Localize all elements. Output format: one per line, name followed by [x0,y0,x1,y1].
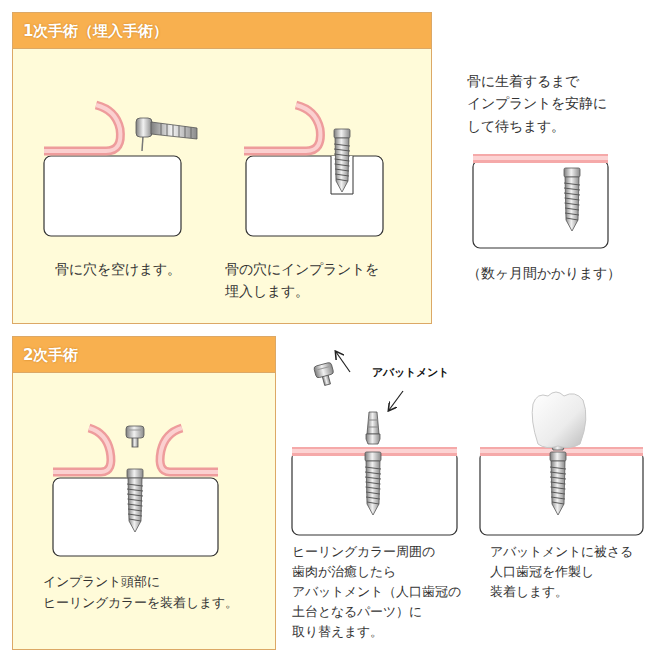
part-label: アバットメント [372,366,482,380]
drawing-part [127,469,143,532]
drawing-part [167,124,168,136]
drawing-part [313,362,336,387]
drawing-part [142,136,143,151]
healing-stage [473,154,608,248]
drawing-part [160,428,218,472]
surgery-panel: 1次手術（埋入手術） 骨に穴を空けます。骨の穴にインプラントを 埋入します。 [12,12,432,324]
drawing-part [53,428,111,472]
drawing-part [185,126,186,138]
drawing-part [473,160,608,248]
drawing-part [389,391,403,410]
drawing-part [480,451,643,535]
drawing-part [161,123,191,138]
drawing-part [136,118,152,137]
implant-placement [244,105,383,236]
step-caption: 骨に穴を空けます。 [55,259,225,281]
drawing-part [160,428,218,472]
drilling [44,105,197,236]
drawing-part [336,352,350,372]
drawing-part [246,156,383,236]
surgery1-illustration [13,13,433,325]
drawing-part [564,168,580,231]
drawing-part [44,156,181,236]
step-caption: インプラント頭部に ヒーリングカラーを装着します。 [43,572,268,614]
drawing-part [313,362,336,387]
step-note: （数ヶ月間かかります） [467,262,647,284]
drawing-part [334,129,350,192]
surgery-panel: 2次手術インプラント頭部に ヒーリングカラーを装着します。 [12,336,276,650]
drawing-part [244,105,320,151]
header-band: 2次手術 [13,337,275,373]
drawing-part [191,127,192,138]
step-caption: 骨の穴にインプラントを 埋入します。 [225,259,415,302]
drawing-part [292,451,457,535]
drawing-part [532,392,586,448]
drawing-part [44,105,120,151]
drawing-part [126,426,144,447]
panel-title: 2次手術 [23,345,78,365]
drawing-part [179,126,180,138]
drawing-part [366,412,380,444]
drawing-part [44,105,120,151]
drawing-part [244,105,320,151]
header-band: 1次手術（埋入手術） [13,13,431,49]
step-note: 骨に生着するまで インプラントを安静に して待ちます。 [467,70,637,137]
drawing-part [151,122,197,139]
panel-title: 1次手術（埋入手術） [23,21,168,41]
drawing-part [473,154,608,163]
crown-stage [480,392,643,535]
healing-collar [53,426,218,556]
drawing-part [173,125,174,136]
step-note: ヒーリングカラー周囲の 歯肉が治癒したら アバットメント（人口歯冠の 土台となる… [292,542,477,642]
abutment-stage [292,352,457,535]
drawing-part [550,452,566,515]
drawing-part [365,452,381,515]
drawing-part [473,156,608,160]
step-note: アバットメントに被さる 人口歯冠を作製し 装着します。 [490,542,655,602]
drawing-part [53,428,111,472]
drawing-part [161,123,162,135]
